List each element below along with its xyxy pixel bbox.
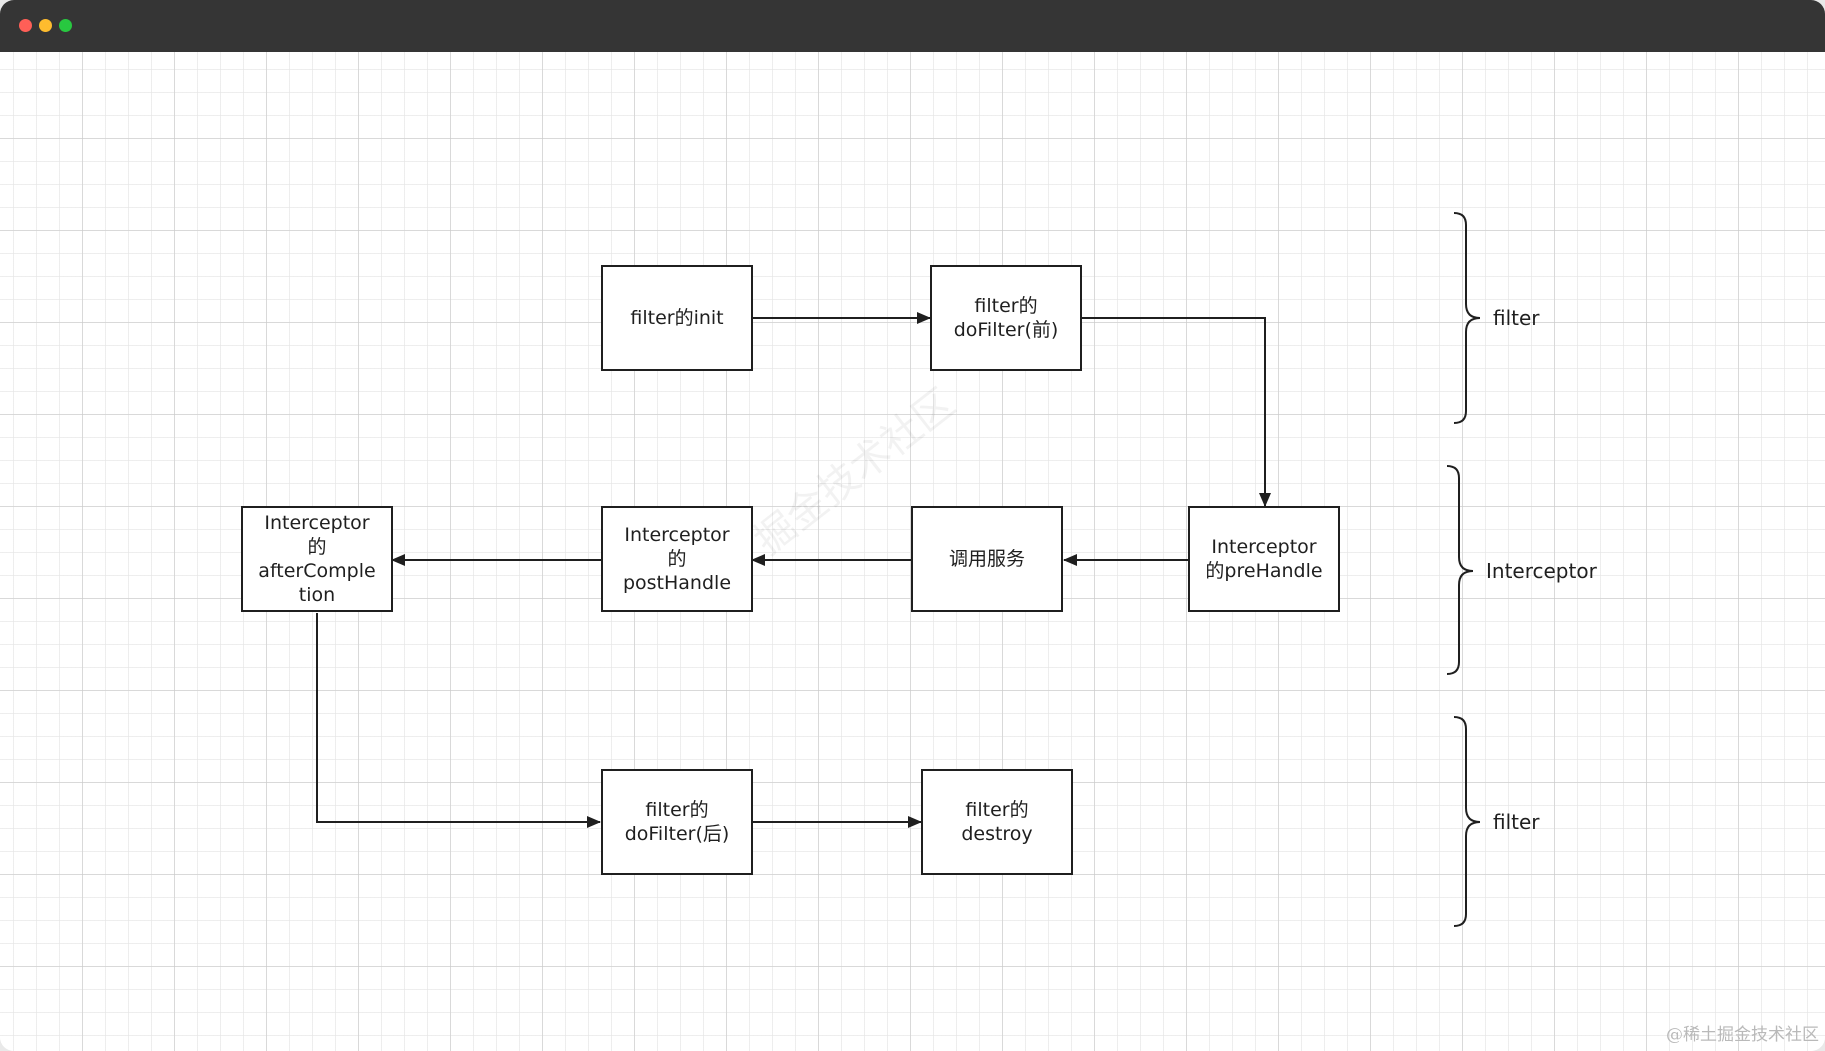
- node-filter-init[interactable]: filter的init: [601, 265, 753, 371]
- minimize-window-icon[interactable]: [39, 19, 52, 32]
- node-interceptor-aftercompletion[interactable]: Interceptor 的 afterComple tion: [241, 506, 393, 612]
- node-interceptor-posthandle[interactable]: Interceptor 的 postHandle: [601, 506, 753, 612]
- node-call-service[interactable]: 调用服务: [911, 506, 1063, 612]
- maximize-window-icon[interactable]: [59, 19, 72, 32]
- close-window-icon[interactable]: [19, 19, 32, 32]
- node-filter-destroy[interactable]: filter的 destroy: [921, 769, 1073, 875]
- node-interceptor-prehandle[interactable]: Interceptor 的preHandle: [1188, 506, 1340, 612]
- corner-watermark: @稀土掘金技术社区: [1666, 1025, 1819, 1045]
- phase-label-filter-bottom: filter: [1493, 810, 1540, 834]
- title-bar: [0, 0, 1825, 52]
- node-filter-dofilter-after[interactable]: filter的 doFilter(后): [601, 769, 753, 875]
- node-filter-dofilter-before[interactable]: filter的 doFilter(前): [930, 265, 1082, 371]
- phase-label-filter-top: filter: [1493, 306, 1540, 330]
- phase-label-interceptor: Interceptor: [1486, 559, 1597, 583]
